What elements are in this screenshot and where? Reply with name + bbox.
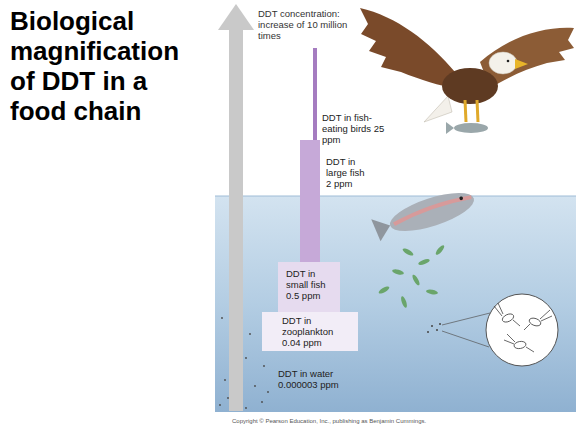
label-slot: Copyright © Pearson Education, Inc., pub…	[232, 418, 572, 426]
small-fish	[418, 258, 431, 266]
speckle	[224, 379, 226, 381]
small-fish	[402, 247, 415, 257]
box-label: DDT in small fish 0.5 ppm	[286, 268, 332, 301]
label-slot: DDT in water 0.000003 ppm	[278, 368, 340, 390]
concentration-arrow-head	[218, 4, 254, 30]
small-fish	[378, 285, 391, 295]
zooplankton-dot	[427, 331, 429, 333]
label-slot: DDT concentration: increase of 10 millio…	[258, 8, 358, 41]
zooplankton-figures	[494, 303, 552, 352]
eagle-eye	[507, 60, 510, 63]
birds-ddt-bar	[313, 48, 317, 140]
eagle-head	[489, 52, 517, 74]
zooplankton-dot	[439, 323, 441, 325]
copepod	[501, 312, 515, 323]
eagle-body	[442, 68, 498, 104]
eagle-figure	[360, 8, 574, 134]
speckle	[267, 391, 269, 393]
small-fish	[426, 289, 439, 295]
speckle	[245, 357, 247, 359]
axis-label: DDT concentration: increase of 10 millio…	[258, 8, 358, 41]
title-slot: Biological magnification of DDT in a foo…	[10, 6, 190, 126]
copepod-legs	[494, 303, 520, 326]
small-fish	[392, 268, 405, 275]
speckle	[249, 333, 251, 335]
large-fish-body	[386, 185, 478, 239]
concentration-box: DDT in zooplankton 0.04 ppm	[262, 312, 358, 351]
concentration-arrow-shaft	[229, 29, 243, 411]
speckle	[227, 397, 229, 399]
copepod-legs	[504, 334, 534, 352]
zooplankton-dot	[436, 329, 438, 331]
speckle	[261, 401, 263, 403]
eagle-tail	[424, 96, 452, 122]
copepod-legs	[524, 310, 552, 330]
magnifier-leader	[442, 313, 490, 325]
eagle-beak	[515, 59, 528, 69]
eagle-leg	[465, 100, 466, 122]
small-fish	[434, 244, 445, 256]
small-fish-school	[378, 244, 446, 308]
speckle	[221, 317, 223, 319]
eagle-leg	[477, 100, 478, 122]
level-label: DDT in water 0.000003 ppm	[278, 368, 340, 390]
prey-fish	[454, 123, 488, 133]
speckle	[254, 385, 256, 387]
speckle	[219, 404, 221, 406]
speckle	[263, 365, 265, 367]
magnifier-leader	[442, 331, 489, 347]
eagle-wing	[360, 8, 455, 88]
box-label: DDT in zooplankton 0.04 ppm	[282, 315, 340, 348]
large-fish-stripe	[393, 195, 472, 225]
prey-fish-tail	[446, 122, 454, 134]
small-fish	[400, 296, 408, 309]
copepod	[513, 341, 526, 350]
label-slot: DDT in large fish 2 ppm	[326, 156, 370, 189]
label-slot: DDT in fish-eating birds 25 ppm	[322, 112, 394, 145]
concentration-box: DDT in small fish 0.5 ppm	[278, 262, 340, 312]
zooplankton-dots	[427, 323, 441, 333]
large-fish-eye	[459, 196, 464, 201]
zooplankton-dot	[431, 325, 433, 327]
large-fish-figure	[371, 185, 479, 244]
small-fish	[411, 274, 421, 287]
copyright-note: Copyright © Pearson Education, Inc., pub…	[232, 418, 572, 426]
magnifier-circle	[486, 294, 558, 366]
large-fish-ddt-bar	[300, 140, 320, 262]
water-surface	[215, 196, 576, 197]
speckle	[245, 407, 247, 409]
level-label: DDT in fish-eating birds 25 ppm	[322, 112, 394, 145]
large-fish-tail	[371, 214, 394, 242]
level-label: DDT in large fish 2 ppm	[326, 156, 370, 189]
copepod	[528, 317, 542, 328]
diagram-title: Biological magnification of DDT in a foo…	[10, 6, 190, 126]
